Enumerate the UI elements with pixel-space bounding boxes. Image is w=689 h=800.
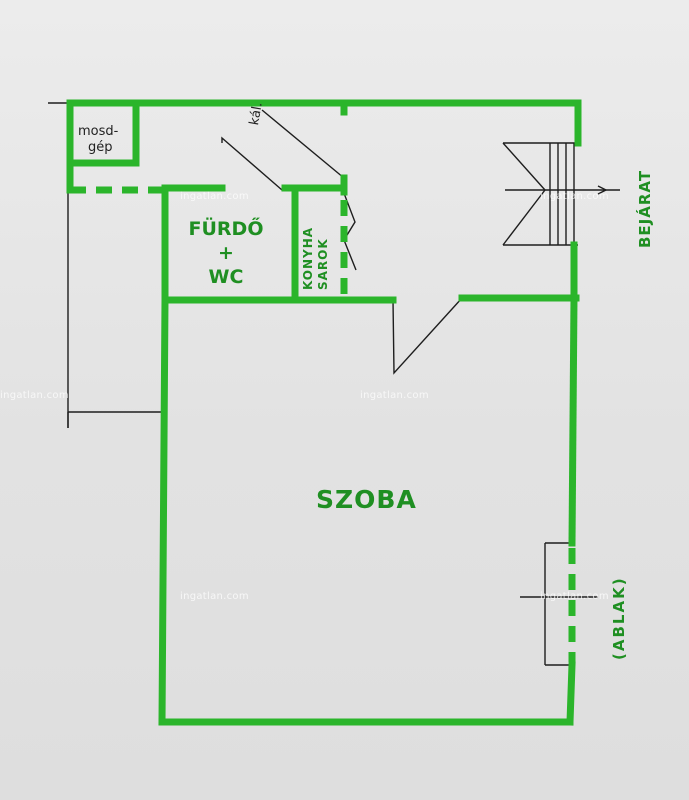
watermark-5: ingatlan.com bbox=[180, 591, 249, 602]
ink-room-door bbox=[392, 297, 463, 375]
washer-label: mosd- gép bbox=[78, 124, 118, 156]
ink-boiler-door bbox=[221, 136, 283, 191]
kitchen-label: KONYHA SAROK bbox=[301, 227, 331, 290]
boiler-label: kál. bbox=[247, 101, 266, 127]
bathroom-label: FÜRDŐ + WC bbox=[176, 217, 276, 289]
wall-right-main bbox=[568, 294, 578, 547]
ink-lines bbox=[48, 102, 620, 666]
watermark-6: ingatlan.com bbox=[540, 591, 609, 602]
washer-label-line1: mosd- bbox=[78, 124, 119, 139]
watermark-1: ingatlan.com bbox=[180, 191, 249, 202]
watermark-3: ingatlan.com bbox=[0, 390, 69, 401]
bathroom-label-line3: WC bbox=[208, 266, 244, 288]
ink-boiler-door-arc bbox=[261, 109, 345, 179]
wall-right-bottom bbox=[566, 661, 576, 726]
wall-room-left bbox=[158, 296, 169, 726]
kitchen-label-line2: SAROK bbox=[316, 238, 330, 290]
watermark-2: ingatlan.com bbox=[540, 191, 609, 202]
window-ink-lines bbox=[520, 542, 598, 666]
kitchen-label-line1: KONYHA bbox=[301, 226, 315, 290]
green-walls bbox=[66, 99, 582, 726]
window-label: (ABLAK) bbox=[610, 576, 628, 660]
ink-kitchen-counter bbox=[341, 187, 357, 271]
main-room-label: SZOBA bbox=[316, 485, 417, 514]
entrance-label: BEJÁRAT bbox=[636, 169, 654, 248]
bathroom-label-line2: + bbox=[218, 242, 234, 264]
entrance-stairs bbox=[502, 142, 620, 246]
bathroom-label-line1: FÜRDŐ bbox=[188, 218, 264, 240]
washer-label-line2: gép bbox=[88, 140, 113, 155]
watermark-4: ingatlan.com bbox=[360, 390, 429, 401]
